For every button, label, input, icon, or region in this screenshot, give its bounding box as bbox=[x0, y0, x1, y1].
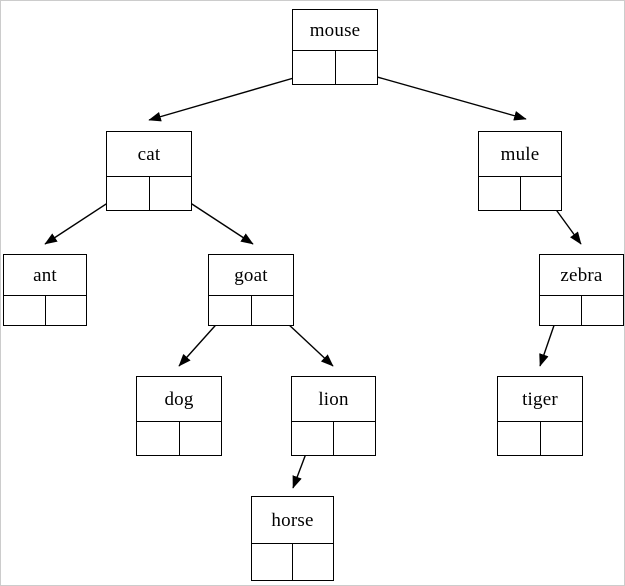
right-pointer-cell[interactable] bbox=[582, 296, 623, 325]
tree-node-pointer-row bbox=[107, 176, 191, 210]
tree-node-mule[interactable]: mule bbox=[478, 131, 562, 211]
left-pointer-cell[interactable] bbox=[540, 296, 582, 325]
tree-node-pointer-row bbox=[209, 295, 293, 325]
tree-node-label: dog bbox=[137, 377, 221, 421]
tree-edge-mouse-to-cat bbox=[148, 72, 312, 122]
tree-node-dog[interactable]: dog bbox=[136, 376, 222, 456]
tree-node-zebra[interactable]: zebra bbox=[539, 254, 624, 326]
right-pointer-cell[interactable] bbox=[334, 422, 375, 455]
tree-node-pointer-row bbox=[252, 543, 333, 580]
tree-node-label: lion bbox=[292, 377, 375, 421]
tree-node-label: tiger bbox=[498, 377, 582, 421]
tree-node-pointer-row bbox=[137, 421, 221, 455]
left-pointer-cell[interactable] bbox=[292, 422, 334, 455]
left-pointer-cell[interactable] bbox=[293, 51, 336, 84]
tree-node-label: cat bbox=[107, 132, 191, 176]
tree-node-goat[interactable]: goat bbox=[208, 254, 294, 326]
tree-node-pointer-row bbox=[292, 421, 375, 455]
tree-node-label: horse bbox=[252, 497, 333, 543]
tree-node-label: mouse bbox=[293, 10, 377, 50]
tree-node-lion[interactable]: lion bbox=[291, 376, 376, 456]
right-pointer-cell[interactable] bbox=[251, 296, 293, 325]
tree-node-label: mule bbox=[479, 132, 561, 176]
tree-node-pointer-row bbox=[540, 295, 623, 325]
left-pointer-cell[interactable] bbox=[137, 422, 180, 455]
left-pointer-cell[interactable] bbox=[252, 544, 293, 580]
tree-node-label: ant bbox=[4, 255, 86, 295]
right-pointer-cell[interactable] bbox=[45, 296, 86, 325]
right-pointer-cell[interactable] bbox=[293, 544, 333, 580]
tree-node-pointer-row bbox=[293, 50, 377, 84]
tree-node-label: goat bbox=[209, 255, 293, 295]
right-pointer-cell[interactable] bbox=[520, 177, 561, 210]
tree-node-tiger[interactable]: tiger bbox=[497, 376, 583, 456]
left-pointer-cell[interactable] bbox=[4, 296, 46, 325]
left-pointer-cell[interactable] bbox=[498, 422, 541, 455]
tree-node-pointer-row bbox=[498, 421, 582, 455]
right-pointer-cell[interactable] bbox=[179, 422, 221, 455]
right-pointer-cell[interactable] bbox=[149, 177, 191, 210]
tree-node-label: zebra bbox=[540, 255, 623, 295]
tree-edge-mouse-to-mule bbox=[355, 70, 527, 121]
left-pointer-cell[interactable] bbox=[107, 177, 150, 210]
left-pointer-cell[interactable] bbox=[209, 296, 252, 325]
tree-node-pointer-row bbox=[479, 176, 561, 210]
right-pointer-cell[interactable] bbox=[335, 51, 377, 84]
tree-node-pointer-row bbox=[4, 295, 86, 325]
tree-node-horse[interactable]: horse bbox=[251, 496, 334, 581]
tree-node-cat[interactable]: cat bbox=[106, 131, 192, 211]
right-pointer-cell[interactable] bbox=[540, 422, 582, 455]
left-pointer-cell[interactable] bbox=[479, 177, 521, 210]
tree-node-ant[interactable]: ant bbox=[3, 254, 87, 326]
tree-node-mouse[interactable]: mouse bbox=[292, 9, 378, 85]
